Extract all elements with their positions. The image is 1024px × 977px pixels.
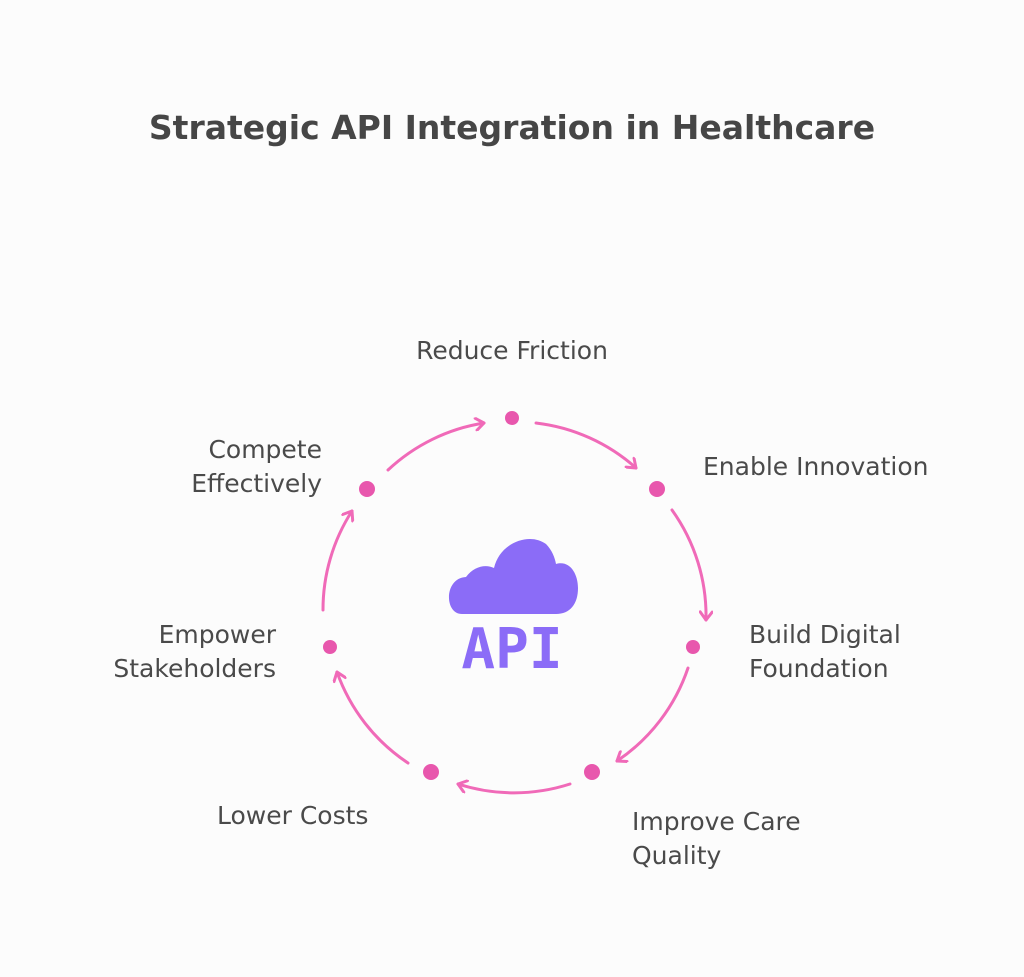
arrow-5 <box>337 670 410 765</box>
step-label-enable-innovation: Enable Innovation <box>703 452 929 481</box>
arrow-2 <box>670 508 706 622</box>
arrow-3 <box>615 666 690 761</box>
step-label-reduce-friction: Reduce Friction <box>416 336 608 365</box>
page-title: Strategic API Integration in Healthcare <box>148 108 876 147</box>
cloud-api-icon: API <box>448 538 578 682</box>
node-build-digital-foundation <box>686 640 700 654</box>
cycle-nodes <box>323 411 700 780</box>
step-label-compete-effectively: Compete Effectively <box>191 435 322 498</box>
arrow-1 <box>534 421 638 470</box>
node-improve-care-quality <box>584 764 600 780</box>
step-label-lower-costs: Lower Costs <box>217 801 369 830</box>
arrow-7 <box>386 423 486 472</box>
cloud-shape <box>448 538 578 614</box>
node-lower-costs <box>423 764 439 780</box>
step-label-empower-stakeholders: Empower Stakeholders <box>113 620 276 683</box>
cycle-arrows <box>321 421 706 795</box>
step-label-improve-care-quality: Improve Care Quality <box>632 807 801 870</box>
node-empower-stakeholders <box>323 640 337 654</box>
node-reduce-friction <box>505 411 519 425</box>
node-enable-innovation <box>649 481 665 497</box>
arrow-4 <box>456 784 572 795</box>
arrow-6 <box>321 509 352 612</box>
api-text: API <box>461 617 562 682</box>
node-compete-effectively <box>359 481 375 497</box>
step-label-build-digital-foundation: Build Digital Foundation <box>749 620 901 683</box>
